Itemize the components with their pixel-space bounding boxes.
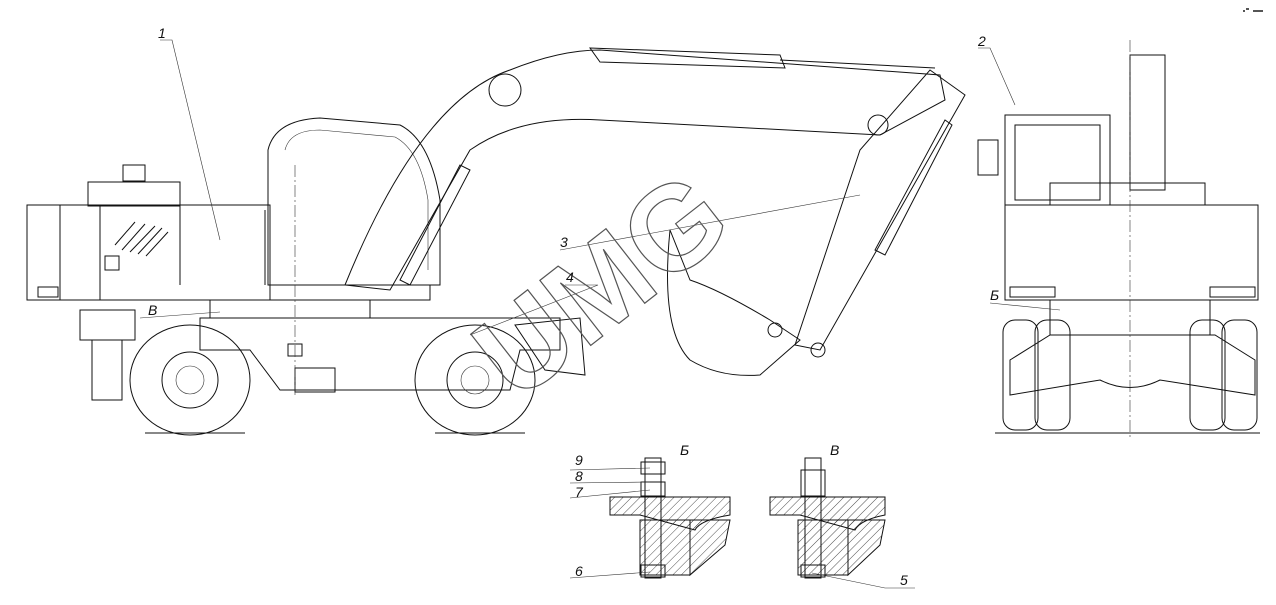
section-b-detail [609, 457, 731, 579]
rear-wheel-right [1221, 319, 1258, 431]
cab [267, 117, 441, 286]
callout-9: 9 [575, 452, 583, 468]
chassis [199, 317, 561, 391]
exhaust-cap [122, 164, 146, 182]
leader-lines [139, 39, 1061, 589]
outrigger [79, 309, 136, 341]
wheel-rear [129, 324, 251, 436]
rear-boom [1129, 54, 1166, 191]
wheel-front [414, 324, 536, 436]
corner-mark-icon [1243, 8, 1263, 12]
rear-view [977, 40, 1260, 440]
front-blade [514, 317, 586, 376]
stick-cylinder [589, 47, 786, 69]
callout-6: 6 [575, 563, 583, 579]
engine-hood [87, 181, 181, 207]
watermark: UMG [450, 146, 753, 424]
rear-axle [1009, 334, 1256, 396]
rear-counterweight [1004, 204, 1259, 301]
turntable [209, 299, 371, 319]
callout-7: 7 [575, 484, 584, 500]
bucket-cylinder [874, 119, 953, 256]
bucket [667, 229, 801, 376]
section-v-detail [769, 457, 886, 579]
callout-b: Б [990, 287, 999, 303]
callout-4: 4 [566, 269, 574, 285]
callout-3: 3 [560, 234, 568, 250]
stick [794, 69, 966, 351]
rear-cab [1004, 114, 1111, 206]
boom [344, 49, 946, 291]
callout-1: 1 [158, 25, 166, 41]
upper-body [26, 204, 271, 301]
vent-grille-icon [114, 221, 169, 257]
callout-2: 2 [977, 33, 986, 49]
section-b-title: Б [680, 442, 689, 458]
boom-cylinder [399, 164, 471, 286]
callout-v: В [148, 302, 157, 318]
section-v-title: В [830, 442, 839, 458]
callout-8: 8 [575, 468, 583, 484]
side-view [26, 47, 966, 436]
callout-5: 5 [900, 572, 908, 588]
rear-wheel-left [1002, 319, 1039, 431]
